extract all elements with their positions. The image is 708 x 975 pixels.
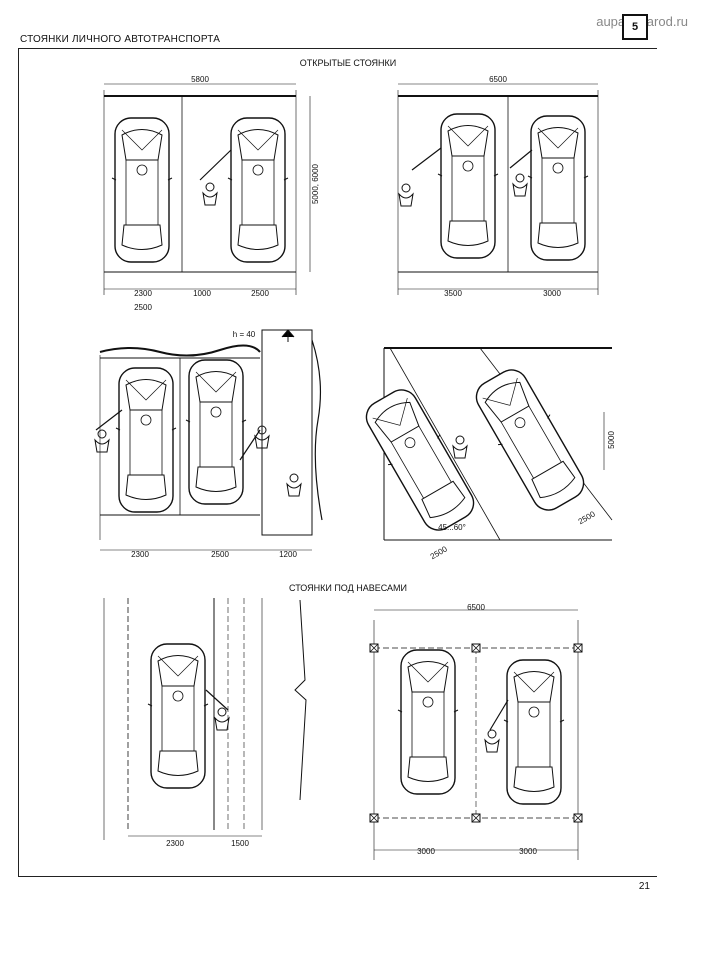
dim-d4-c: 5000 [607, 431, 616, 449]
section-open-title: ОТКРЫТЫЕ СТОЯНКИ [300, 58, 397, 68]
dim-d4-a: 2500 [429, 544, 449, 561]
dim-d3-c: 1200 [279, 550, 297, 559]
dim-d2-a: 3500 [444, 289, 462, 298]
page-frame [18, 48, 657, 877]
dim-d4-b: 2500 [577, 509, 597, 526]
section-covered-title: СТОЯНКИ ПОД НАВЕСАМИ [289, 583, 407, 593]
diagram-open-4: 45...60° 2500 2500 5000 [357, 347, 616, 561]
dim-d6-a: 3000 [417, 847, 435, 856]
page-number: 21 [638, 881, 650, 892]
diagram-open-1: 5800 2300 1000 2500 2500 5000, 6000 [103, 75, 320, 312]
diagram-open-2: 6500 3500 3000 [397, 75, 599, 298]
dim-d1-a: 2300 [134, 289, 152, 298]
page-title: СТОЯНКИ ЛИЧНОГО АВТОТРАНСПОРТА [20, 34, 221, 45]
logo-badge: 5 [622, 14, 648, 40]
diagram-covered-1: 2300 1500 [103, 598, 307, 848]
dim-d6-total: 6500 [467, 603, 485, 612]
dim-d2-total: 6500 [489, 75, 507, 84]
dim-d3-a: 2300 [131, 550, 149, 559]
dim-d1-c: 2500 [251, 289, 269, 298]
dim-d4-d: 45...60° [438, 523, 466, 532]
diagram-covered-2: 6500 3000 3000 [369, 603, 583, 860]
dim-d1-b: 1000 [193, 289, 211, 298]
dim-d3-b: 2500 [211, 550, 229, 559]
dim-d1-h: 5000, 6000 [311, 163, 320, 204]
diagram-open-3: h = 40 2300 2500 1200 [94, 329, 323, 559]
dim-d2-b: 3000 [543, 289, 561, 298]
dim-d1-d: 2500 [134, 303, 152, 312]
dim-d3-h: h = 40 [233, 330, 256, 339]
dim-d5-b: 1500 [231, 839, 249, 848]
dim-d6-b: 3000 [519, 847, 537, 856]
dim-d5-a: 2300 [166, 839, 184, 848]
dim-d1-total: 5800 [191, 75, 209, 84]
